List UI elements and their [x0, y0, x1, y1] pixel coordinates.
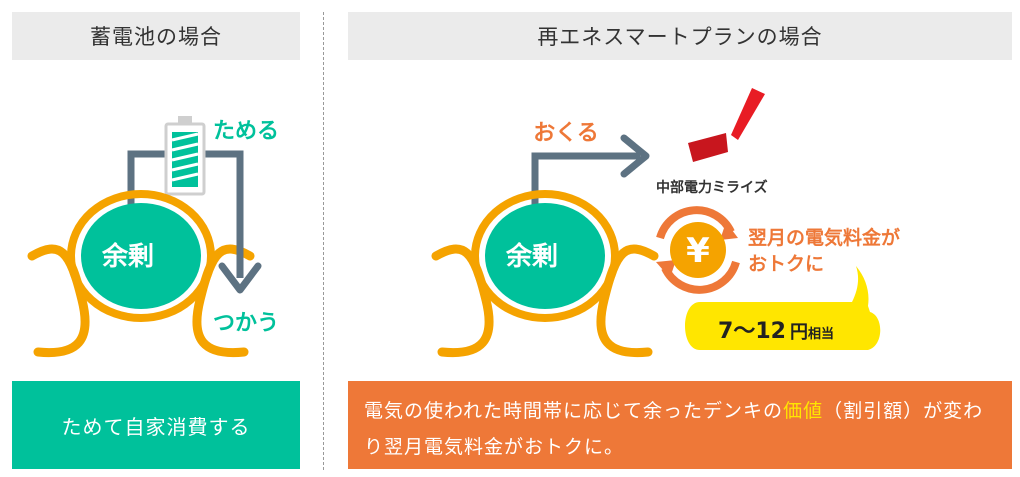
left-surplus-circle [81, 203, 201, 309]
benefit-line1: 翌月の電気料金が [748, 226, 900, 249]
section-divider [323, 12, 324, 470]
footer-text-part2: （割引額）が変わり翌月電気料金がおトクに。 [364, 400, 984, 458]
right-arch-left [431, 244, 494, 358]
left-body-ring [67, 190, 215, 322]
left-flow-arrowhead [218, 262, 262, 294]
left-section-title: 蓄電池の場合 [12, 12, 300, 60]
right-footer-banner: 電気の使われた時間帯に応じて余ったデンキの価値（割引額）が変わり翌月電気料金がお… [348, 381, 1012, 469]
discount-suffix: 相当 [808, 326, 834, 342]
right-flow-arrowhead [620, 134, 650, 178]
left-arch-left [27, 244, 90, 358]
send-label: おくる [533, 121, 599, 146]
discount-amount: 7〜12 [718, 319, 786, 344]
right-surplus-circle [485, 203, 605, 309]
company-logo: 中部電力ミライズ [656, 88, 768, 196]
company-name: 中部電力ミライズ [656, 179, 768, 196]
store-label: ためる [213, 119, 279, 144]
logo-mark-icon [731, 88, 765, 140]
right-surplus-label: 余剰 [505, 241, 558, 272]
right-body-ring [471, 190, 619, 322]
left-arch-right [192, 244, 255, 358]
use-label: つかう [213, 311, 279, 336]
yen-cycle-icon: ¥ [656, 206, 740, 294]
right-arch-right [596, 244, 659, 358]
benefit-line2: おトクに [748, 253, 824, 275]
left-illustration: 余剰 ためる つかう [27, 116, 279, 358]
battery-icon [164, 116, 206, 196]
yen-symbol: ¥ [686, 231, 710, 271]
left-surplus-label: 余剰 [101, 241, 154, 272]
discount-yen-unit: 円 [790, 322, 808, 343]
left-footer-banner: ためて自家消費する [12, 381, 300, 469]
footer-text-part1: 電気の使われた時間帯に応じて余ったデンキの [364, 400, 784, 422]
footer-highlight-value: 価値 [783, 400, 824, 422]
right-section-title: 再エネスマートプランの場合 [348, 12, 1012, 60]
